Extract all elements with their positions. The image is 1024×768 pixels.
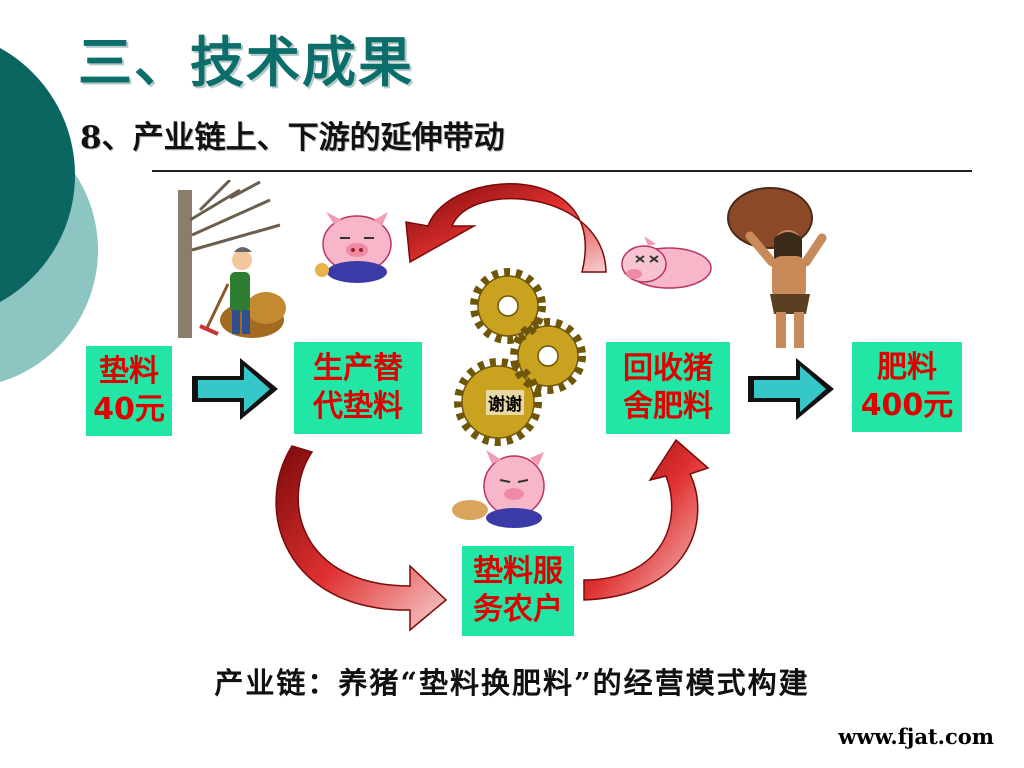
padding-cost-box: 垫料 40元 [86,346,172,436]
slide-subtitle: 8、产业链上、下游的延伸带动 [80,120,505,156]
gear-label: 谢谢 [486,390,524,415]
curved-arrow-icon [583,438,710,601]
recycle-manure-box: 回收猪 舍肥料 [606,342,730,434]
title-divider [152,170,972,172]
produce-substitute-line1: 生产替 [313,351,403,386]
bottom-caption: 产业链：养猪“垫料换肥料”的经营模式构建 [214,666,810,700]
footer-url[interactable]: www.fjat.com [838,724,994,749]
slide-title: 三、技术成果 [78,31,414,94]
caveman-carrying-icon [727,187,827,348]
produce-substitute-line2: 代垫料 [313,389,403,424]
recycle-manure-line1: 回收猪 [623,351,713,386]
recycle-manure-line2: 舍肥料 [623,389,713,424]
tree-man-raking-icon [178,180,286,338]
pig-lying-icon [621,236,712,289]
service-farmers-box: 垫料服 务农户 [462,546,574,636]
fertilizer-value-line2: 400元 [860,388,954,423]
service-farmers-line2: 务农户 [473,592,563,627]
produce-substitute-box: 生产替 代垫料 [294,342,422,434]
gears-icon [454,268,586,446]
fertilizer-value-box: 肥料 400元 [852,342,962,432]
padding-cost-line2: 40元 [93,392,165,427]
right-arrow-icon [192,358,278,420]
padding-cost-line1: 垫料 [99,354,159,389]
curved-arrow-icon [275,445,448,632]
curved-arrow-icon [405,183,607,273]
fertilizer-value-line1: 肥料 [877,350,937,385]
decorative-circles [0,48,98,383]
pig-head-top-icon [315,212,392,283]
pig-bottom-icon [452,450,545,528]
service-farmers-line1: 垫料服 [473,554,563,589]
right-arrow-icon [748,358,834,420]
